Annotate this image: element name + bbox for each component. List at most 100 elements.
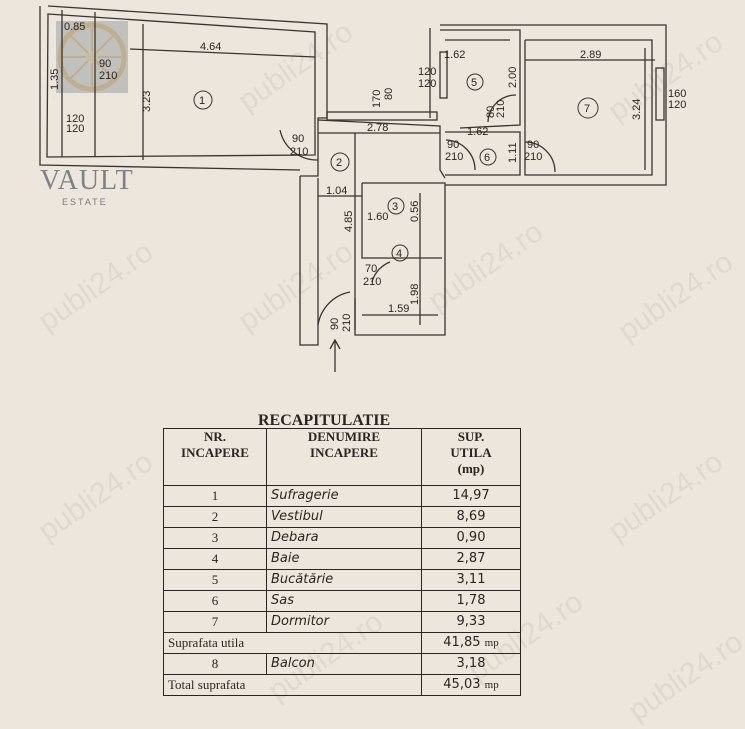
door-swing — [524, 141, 556, 173]
dim-label: 210 — [363, 276, 381, 288]
svg-text:7: 7 — [584, 103, 590, 115]
area-summary-table: NR. INCAPERE DENUMIRE INCAPERE SUP. UTIL… — [163, 428, 521, 696]
dim-label: 4.85 — [343, 211, 355, 232]
room-nr: 8 — [163, 653, 267, 675]
wall — [46, 13, 316, 158]
door-swing — [317, 291, 351, 326]
door-swing — [487, 94, 517, 123]
wall — [317, 119, 446, 179]
dim-label: 120 — [418, 66, 436, 78]
floor-plan: 1 2 3 4 5 6 7 4.64 3.23 0.85 1.35 120 12… — [39, 5, 686, 372]
svg-text:1: 1 — [199, 95, 205, 107]
room-nr: 1 — [163, 485, 267, 507]
dim-label: 70 — [365, 263, 377, 275]
room-name: Bucătărie — [266, 569, 422, 591]
wall — [429, 28, 510, 118]
dim-label: 1.98 — [409, 284, 421, 305]
dim-label: 1.62 — [444, 49, 465, 61]
room-area: 2,87 — [421, 548, 521, 570]
total-label: Total suprafata — [163, 674, 422, 696]
watermark: publi24.ro — [602, 445, 730, 548]
dim-label: 1.04 — [326, 185, 347, 197]
room-name: Sas — [266, 590, 422, 612]
total-value: 45,03 — [443, 677, 481, 692]
room-name: Vestibul — [266, 506, 422, 528]
subtotal-label: Suprafata utila — [163, 632, 422, 654]
watermark: publi24.ro — [622, 625, 745, 728]
room-marker: 7 — [577, 97, 599, 119]
dim-label: 1.59 — [388, 303, 409, 315]
door-swing — [279, 129, 319, 161]
window — [439, 51, 448, 99]
logo-text: VAULT — [40, 165, 134, 196]
dim-label: 120 — [668, 99, 686, 111]
dim-label: 3.23 — [141, 91, 153, 112]
room-area: 9,33 — [421, 611, 521, 633]
dim-label: 0.85 — [64, 21, 85, 33]
room-nr: 7 — [163, 611, 267, 633]
dim-label: 2.89 — [580, 49, 601, 61]
door-swing — [371, 261, 391, 283]
room-area: 14,97 — [421, 485, 521, 507]
dim-label: 90 — [292, 133, 304, 145]
header-name: DENUMIRE INCAPERE — [266, 428, 422, 486]
dim-label: 90 — [99, 58, 111, 70]
svg-text:2: 2 — [336, 157, 342, 169]
room-marker: 6 — [479, 148, 497, 166]
dim-label: 1.60 — [367, 211, 388, 223]
room-nr: 6 — [163, 590, 267, 612]
room-name: Dormitor — [266, 611, 422, 633]
wall — [299, 176, 319, 346]
dim-label: 90 — [447, 139, 459, 151]
subtotal-cell: 41,85 mp — [421, 632, 521, 654]
dim-label: 160 — [668, 88, 686, 100]
room-name: Baie — [266, 548, 422, 570]
wall — [361, 183, 442, 259]
wall — [440, 29, 521, 129]
wall — [47, 5, 328, 177]
room-name: Sufragerie — [266, 485, 422, 507]
dim-label: 90 — [527, 139, 539, 151]
dim-label: 120 — [66, 123, 84, 135]
dim-label: 1.11 — [507, 142, 519, 163]
watermark: publi24.ro — [32, 445, 160, 548]
wall — [445, 131, 521, 176]
room-marker: 2 — [330, 152, 350, 172]
dim-label: 210 — [445, 151, 463, 163]
room-marker: 3 — [387, 197, 405, 215]
dim-label: 1.62 — [467, 126, 488, 138]
subtotal-row: Suprafata utila 41,85 mp — [163, 632, 521, 654]
header-nr: NR. INCAPERE — [163, 428, 267, 486]
subtotal-value: 41,85 — [443, 635, 481, 650]
dim-label: 210 — [495, 100, 507, 118]
unit: mp — [484, 637, 499, 649]
room-nr: 3 — [163, 527, 267, 549]
total-cell: 45,03 mp — [421, 674, 521, 696]
room-marker: 5 — [466, 73, 484, 91]
dim-label: 2.00 — [507, 67, 519, 88]
dim-label: 80 — [383, 88, 395, 100]
window — [655, 67, 665, 121]
dim-line — [129, 48, 316, 58]
logo-subtext: ESTATE — [62, 197, 108, 207]
svg-text:3: 3 — [392, 201, 398, 213]
room-area: 3,11 — [421, 569, 521, 591]
window — [326, 111, 438, 121]
dim-label: 210 — [290, 146, 308, 158]
table-header-row: NR. INCAPERE DENUMIRE INCAPERE SUP. UTIL… — [163, 428, 521, 486]
room-name: Balcon — [266, 653, 422, 675]
room-area: 0,90 — [421, 527, 521, 549]
dim-label: 0.56 — [409, 201, 421, 222]
dim-label: 210 — [99, 70, 117, 82]
dim-label: 120 — [66, 113, 84, 125]
dim-label: 4.64 — [200, 41, 221, 53]
room-area: 8,69 — [421, 506, 521, 528]
svg-text:5: 5 — [471, 77, 477, 89]
table-row: 8 Balcon 3,18 — [163, 653, 521, 675]
